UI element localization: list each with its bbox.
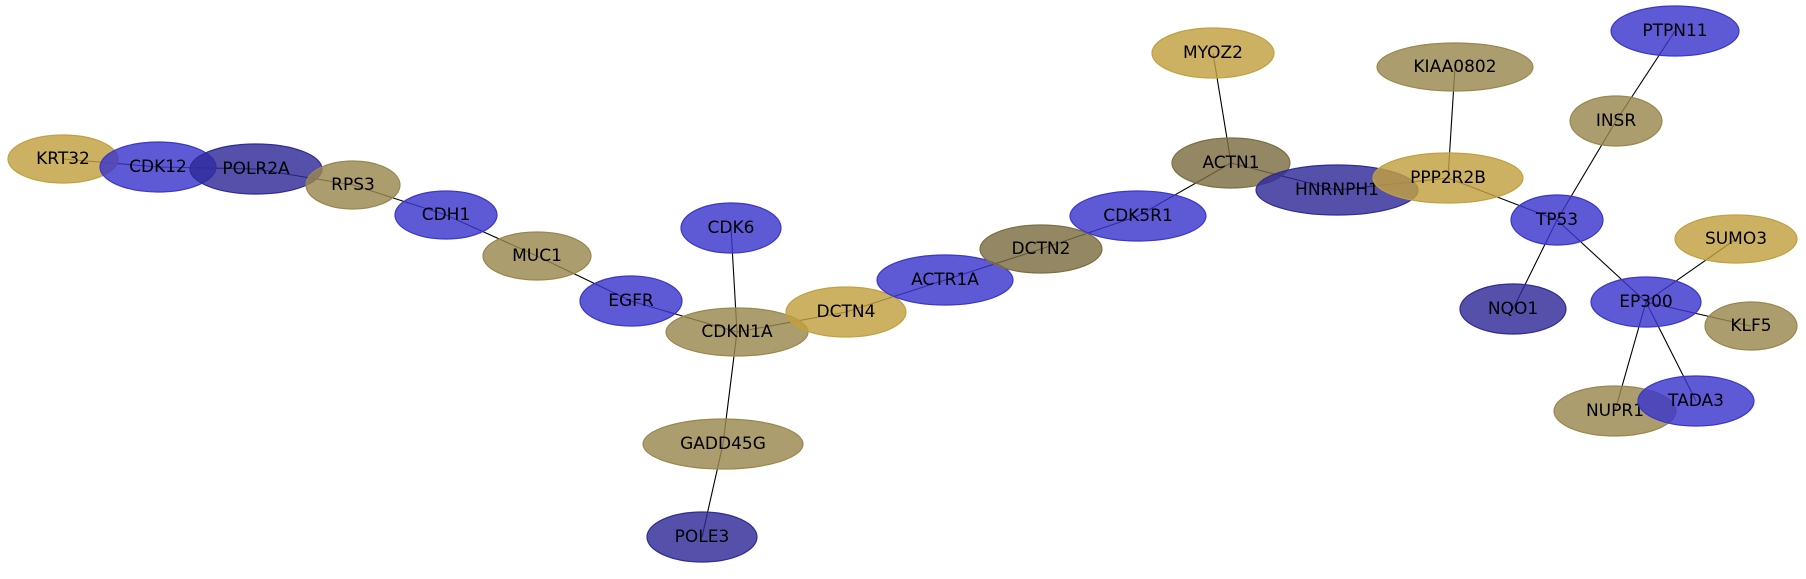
- node-ellipse: [680, 202, 782, 254]
- node-label: POLE3: [675, 527, 730, 547]
- node-ptpn11[interactable]: PTPN11: [1610, 5, 1740, 57]
- node-insr[interactable]: INSR: [1569, 95, 1663, 147]
- node-ellipse: [979, 224, 1103, 274]
- node-ellipse: [579, 275, 683, 327]
- node-dctn2[interactable]: DCTN2: [979, 224, 1103, 274]
- node-label: EGFR: [608, 291, 654, 311]
- node-ellipse: [1069, 190, 1207, 242]
- node-label: DCTN2: [1012, 239, 1071, 259]
- node-ellipse: [1610, 5, 1740, 57]
- node-label: CDH1: [422, 205, 471, 225]
- node-dctn4[interactable]: DCTN4: [785, 286, 907, 338]
- node-label: GADD45G: [680, 434, 766, 454]
- node-ellipse: [642, 418, 804, 470]
- node-label: ACTR1A: [911, 270, 979, 290]
- node-ellipse: [646, 511, 758, 563]
- node-ellipse: [1569, 95, 1663, 147]
- node-muc1[interactable]: MUC1: [482, 231, 592, 281]
- node-ep300[interactable]: EP300: [1590, 276, 1702, 328]
- node-cdkn1a[interactable]: CDKN1A: [665, 307, 809, 357]
- node-ellipse: [785, 286, 907, 338]
- node-ellipse: [305, 160, 401, 210]
- node-klf5[interactable]: KLF5: [1704, 301, 1798, 351]
- node-ellipse: [482, 231, 592, 281]
- node-tada3[interactable]: TADA3: [1637, 375, 1755, 427]
- node-ellipse: [1590, 276, 1702, 328]
- node-myoz2[interactable]: MYOZ2: [1151, 27, 1275, 79]
- node-kiaa0802[interactable]: KIAA0802: [1376, 42, 1534, 92]
- node-label: CDK12: [129, 157, 187, 177]
- node-label: EP300: [1619, 292, 1672, 312]
- node-label: KIAA0802: [1413, 57, 1496, 77]
- node-label: INSR: [1596, 111, 1637, 131]
- node-polr2a[interactable]: POLR2A: [189, 143, 323, 195]
- node-cdk12[interactable]: CDK12: [99, 141, 217, 193]
- node-ellipse: [1171, 137, 1291, 189]
- node-ellipse: [1510, 194, 1604, 246]
- node-gadd45g[interactable]: GADD45G: [642, 418, 804, 470]
- node-tp53[interactable]: TP53: [1510, 194, 1604, 246]
- node-actr1a[interactable]: ACTR1A: [876, 254, 1014, 306]
- node-ellipse: [1372, 152, 1524, 204]
- node-label: TP53: [1535, 210, 1578, 230]
- node-krt32[interactable]: KRT32: [7, 134, 119, 184]
- node-rps3[interactable]: RPS3: [305, 160, 401, 210]
- node-label: PTPN11: [1642, 21, 1707, 41]
- node-cdh1[interactable]: CDH1: [394, 190, 498, 240]
- node-cdk5r1[interactable]: CDK5R1: [1069, 190, 1207, 242]
- node-ellipse: [1151, 27, 1275, 79]
- node-ppp2r2b[interactable]: PPP2R2B: [1372, 152, 1524, 204]
- node-label: TADA3: [1667, 391, 1724, 411]
- node-label: KLF5: [1730, 316, 1771, 336]
- node-label: CDK6: [708, 218, 755, 238]
- node-label: POLR2A: [222, 159, 290, 179]
- node-ellipse: [1704, 301, 1798, 351]
- node-nqo1[interactable]: NQO1: [1459, 283, 1567, 335]
- node-label: RPS3: [331, 175, 375, 195]
- node-ellipse: [1376, 42, 1534, 92]
- node-label: PPP2R2B: [1410, 168, 1486, 188]
- node-pole3[interactable]: POLE3: [646, 511, 758, 563]
- node-egfr[interactable]: EGFR: [579, 275, 683, 327]
- node-ellipse: [1459, 283, 1567, 335]
- node-ellipse: [876, 254, 1014, 306]
- node-ellipse: [1637, 375, 1755, 427]
- node-ellipse: [394, 190, 498, 240]
- node-label: NUPR1: [1586, 401, 1644, 421]
- node-label: CDKN1A: [701, 322, 773, 342]
- node-label: CDK5R1: [1103, 206, 1173, 226]
- node-cdk6[interactable]: CDK6: [680, 202, 782, 254]
- node-label: MYOZ2: [1183, 43, 1243, 63]
- node-label: KRT32: [36, 149, 90, 169]
- node-label: HNRNPH1: [1295, 180, 1379, 200]
- node-actn1[interactable]: ACTN1: [1171, 137, 1291, 189]
- node-label: NQO1: [1488, 299, 1538, 319]
- node-label: MUC1: [512, 246, 562, 266]
- node-ellipse: [1674, 214, 1798, 264]
- node-label: DCTN4: [817, 302, 876, 322]
- node-label: SUMO3: [1705, 229, 1767, 249]
- node-label: ACTN1: [1202, 153, 1259, 173]
- node-sumo3[interactable]: SUMO3: [1674, 214, 1798, 264]
